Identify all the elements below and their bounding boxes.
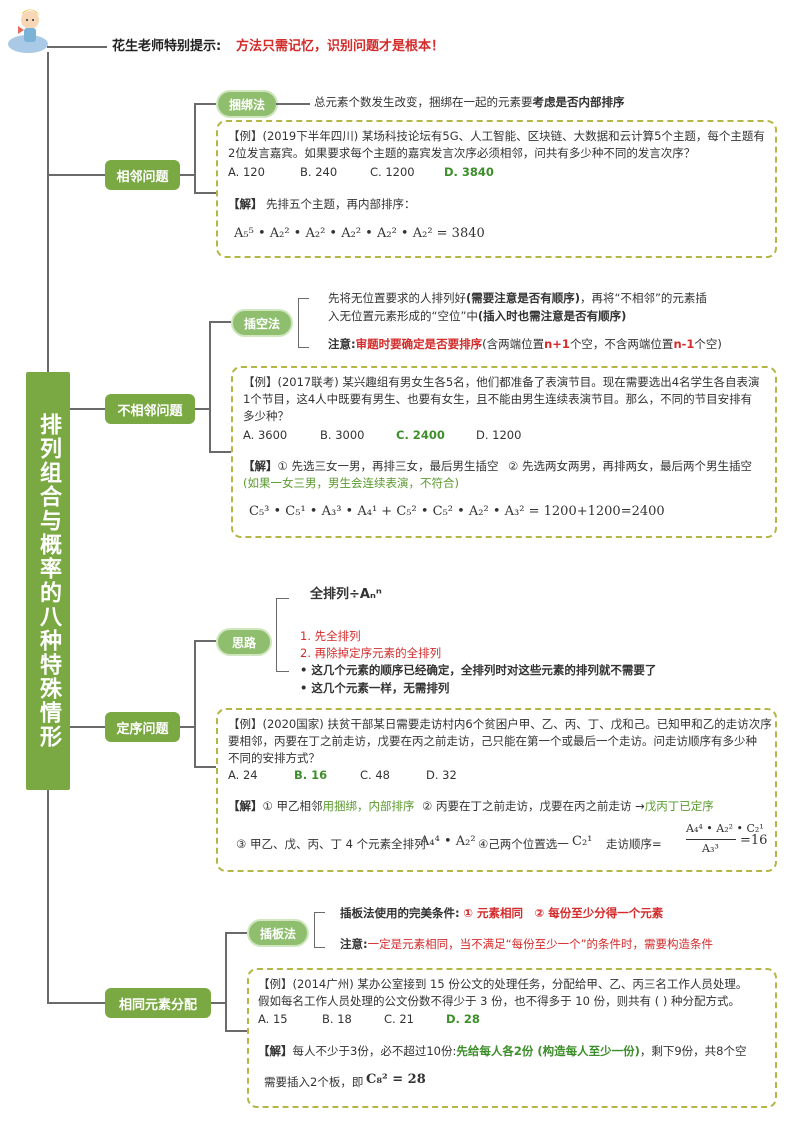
solution-text: 先排五个主题，再内部排序：	[266, 197, 416, 211]
solution-text: 【解】① 先选三女一男，再排三女，最后男生插空	[243, 459, 499, 473]
option-d: D. 1200	[476, 428, 522, 442]
method-idea-pill: 思路	[216, 628, 272, 656]
option-d-answer: D. 28	[446, 1012, 480, 1026]
formula: A₅⁵ • A₂² • A₂² • A₂² • A₂² • A₂² = 3840	[234, 226, 485, 241]
connector	[194, 192, 216, 194]
branch-identical: 相同元素分配	[105, 988, 211, 1018]
formula: A₄⁴ • A₂²	[420, 834, 476, 849]
connector	[195, 408, 209, 410]
connector	[209, 321, 211, 453]
formula-numerator: A₄⁴ • A₂² • C₂¹	[686, 822, 764, 835]
step-1: 1. 先全排列	[300, 629, 361, 643]
example-text: 【例】(2014广州) 某办公室接到 15 份公文的处理任务，分配给甲、乙、丙三…	[258, 977, 748, 991]
tree-branch-line-3	[49, 726, 105, 728]
little-prince-logo-icon	[4, 2, 52, 54]
connector	[194, 766, 216, 768]
bracket	[314, 912, 325, 948]
connector	[225, 1030, 247, 1032]
tip-text: 方法只需记忆，识别问题才是根本！	[236, 39, 445, 54]
branch-adjacent: 相邻问题	[105, 160, 180, 190]
fraction-bar	[686, 839, 736, 840]
connector	[194, 640, 196, 768]
connector	[209, 451, 231, 453]
option-c: C. 21	[384, 1012, 414, 1026]
option-c: C. 1200	[370, 165, 415, 179]
formula-denominator: A₃³	[702, 842, 719, 855]
connector	[211, 1002, 225, 1004]
option-b: B. 18	[322, 1012, 352, 1026]
option-b: B. 3000	[320, 428, 365, 442]
full-permutation: 全排列÷Aₙⁿ	[310, 587, 382, 602]
method-divider-pill: 插板法	[247, 919, 309, 947]
solution-step-5: 走访顺序=	[606, 837, 662, 851]
solution-text: 需要插入2个板，即	[264, 1075, 364, 1089]
step-2: 2. 再除掉定序元素的全排列	[300, 646, 442, 660]
adjacent-example-box	[216, 120, 777, 258]
bullet-2: • 这几个元素一样，无需排列	[300, 681, 450, 695]
bracket	[298, 298, 309, 348]
solution-note: (如果一女三男，男生会连续表演，不符合)	[243, 476, 459, 490]
identical-example-box	[247, 968, 777, 1108]
connector	[276, 103, 310, 105]
method-insert-pill: 插空法	[231, 309, 293, 337]
example-text: 不同的安排方式？	[228, 751, 320, 765]
option-c-answer: C. 2400	[396, 428, 445, 442]
connector	[225, 932, 227, 1032]
tree-branch-line-2	[49, 408, 105, 410]
method-desc: 先将无位置要求的人排列好(需要注意是否有顺序)，再将“不相邻”的元素插	[328, 291, 707, 305]
solution-label: 【解】	[228, 197, 263, 211]
example-text: 2位发言嘉宾。如果要求每个主题的嘉宾发言次序必须相邻，问共有多少种不同的发言次序…	[228, 146, 696, 160]
solution-text: 【解】① 甲乙相邻用捆绑，内部排序	[228, 799, 415, 813]
example-text: 【例】(2019下半年四川) 某场科技论坛有5G、人工智能、区块链、大数据和云计…	[228, 129, 765, 143]
formula-result: =16	[740, 833, 768, 848]
connector	[194, 640, 216, 642]
example-text: 假如每名工作人员处理的公文份数不得少于 3 份，也不得多于 10 份，则共有 (…	[258, 994, 741, 1008]
option-d-answer: D. 3840	[444, 165, 494, 179]
ordered-example-box	[216, 708, 777, 872]
nonadjacent-example-box	[231, 366, 777, 538]
option-b-answer: B. 16	[294, 768, 328, 782]
formula: C₅³ • C₅¹ • A₃³ • A₄¹ + C₅² • C₅² • A₂² …	[249, 504, 665, 519]
example-text: 【例】(2017联考) 某兴趣组有男女生各5名，他们都准备了表演节目。现在需要选…	[243, 375, 760, 389]
option-c: C. 48	[360, 768, 390, 782]
option-b: B. 240	[300, 165, 338, 179]
solution-text: 【解】每人不少于3份，必不超过10份:先给每人各2份 (构造每人至少一份)，剩下…	[258, 1044, 747, 1058]
method-desc: 总元素个数发生改变，捆绑在一起的元素要考虑是否内部排序	[314, 95, 625, 109]
method-desc: 入无位置元素形成的“空位”中(插入时也需注意是否有顺序)	[328, 309, 627, 323]
tree-branch-line-4	[49, 1002, 105, 1004]
connector	[194, 103, 196, 194]
example-text: 【例】(2020国家) 扶贫干部某日需要走访村内6个贫困户甲、乙、丙、丁、戊和己…	[228, 717, 772, 731]
formula: C₈² = 28	[366, 1072, 426, 1087]
option-d: D. 32	[426, 768, 457, 782]
example-text: 多少种？	[243, 409, 289, 423]
option-a: A. 3600	[243, 428, 288, 442]
branch-ordered: 定序问题	[105, 712, 180, 742]
solution-step-4: ④己两个位置选一	[478, 837, 569, 851]
example-text: 1个节目，这4人中既要有男生、也要有女生，且不能由男生连续表演节目。那么，不同的…	[243, 392, 753, 406]
connector	[209, 321, 231, 323]
main-title: 排列组合与概率的八种特殊情形	[26, 372, 70, 790]
solution-text: ② 丙要在丁之前走访，戊要在丙之前走访 →戊丙丁已定序	[422, 799, 714, 813]
option-a: A. 120	[228, 165, 265, 179]
condition-text: 插板法使用的完美条件: ① 元素相同 ② 每份至少分得一个元素	[340, 906, 664, 920]
example-text: 要相邻，丙要在丁之前走访，戊要在丙之前走访，己只能在第一个或最后一个走访。问走访…	[228, 734, 757, 748]
bullet-1: • 这几个元素的顺序已经确定，全排列时对这些元素的排列就不需要了	[300, 663, 657, 677]
connector	[194, 103, 216, 105]
branch-nonadjacent: 不相邻问题	[105, 394, 195, 424]
tip-label: 花生老师特别提示:	[112, 39, 222, 54]
option-a: A. 24	[228, 768, 258, 782]
formula: C₂¹	[572, 834, 593, 849]
solution-step-3: ③ 甲乙、戊、丙、丁 4 个元素全排列	[236, 837, 426, 851]
tree-branch-line-1	[49, 174, 105, 176]
tree-header-line	[47, 46, 107, 48]
connector	[225, 932, 247, 934]
bracket	[276, 598, 289, 672]
note-text: 注意:审题时要确定是否要排序(含两端位置n+1个空，不含两端位置n-1个空)	[328, 337, 722, 351]
solution-text: ② 先选两女两男，再排两女，最后两个男生插空	[508, 459, 752, 473]
method-bundle-pill: 捆绑法	[216, 90, 278, 118]
note-text: 注意:一定是元素相同，当不满足“每份至少一个”的条件时，需要构造条件	[340, 937, 714, 951]
option-a: A. 15	[258, 1012, 288, 1026]
connector	[180, 726, 194, 728]
connector	[180, 174, 194, 176]
